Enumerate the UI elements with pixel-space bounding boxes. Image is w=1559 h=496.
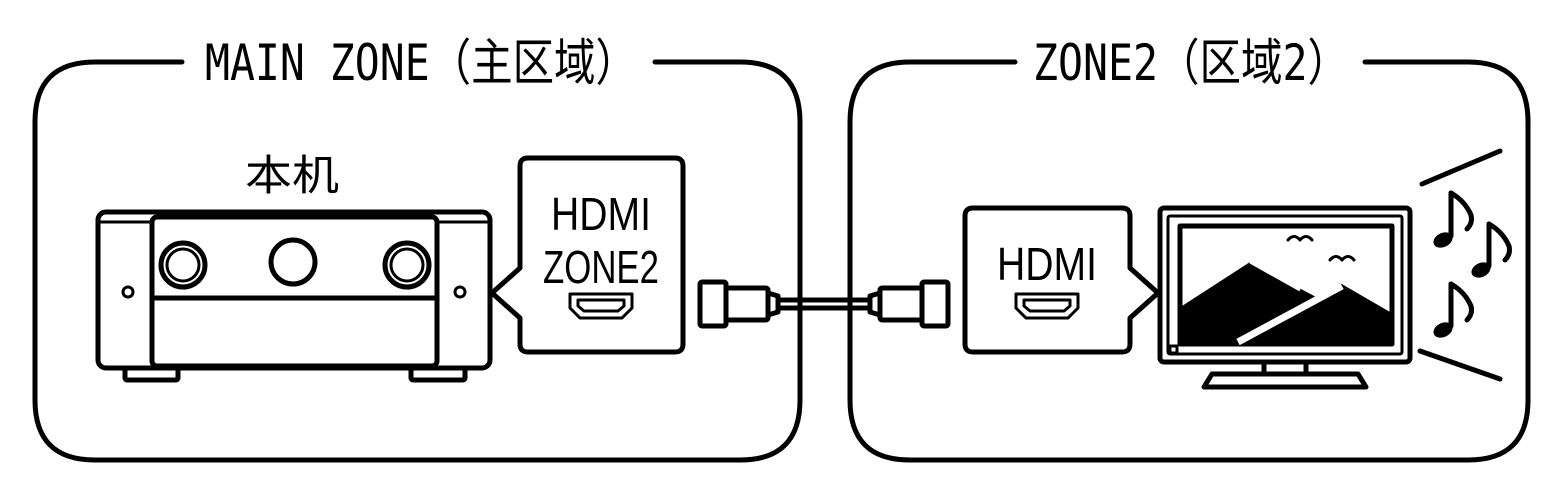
music-note-icon: [1433, 190, 1474, 248]
hdmi-connector-icon: [697, 279, 781, 329]
receiver-indicator: [121, 285, 135, 299]
tv-icon: [1157, 205, 1413, 390]
mountain-icon: [1182, 260, 1390, 346]
main-zone-title: MAIN ZONE（主区域）: [205, 34, 637, 92]
music-note-icon: [1471, 221, 1512, 278]
device-label: 本机: [245, 151, 339, 200]
bird-icon: [1328, 255, 1356, 262]
hdmi-cable-icon: [697, 279, 951, 329]
zone2-title: ZONE2（区域2）: [1033, 34, 1349, 92]
hdmi-zone2-callout: HDMI ZONE2: [489, 155, 686, 355]
zone2-box: ZONE2（区域2）: [847, 34, 1531, 463]
receiver-knob: [268, 237, 318, 287]
sound-wave-line: [1419, 148, 1503, 187]
hdmi-label: HDMI: [997, 238, 1097, 290]
hdmi-connector-icon: [867, 279, 951, 329]
receiver-foot: [122, 365, 181, 383]
receiver-indicator: [453, 285, 467, 299]
hdmi-port-icon: [568, 292, 634, 320]
av-receiver-icon: [95, 209, 493, 383]
hdmi-zone2-label-line1: HDMI: [551, 188, 651, 240]
hdmi-callout: HDMI: [962, 205, 1161, 355]
receiver-knob: [158, 240, 208, 290]
tv-stand-base: [1201, 371, 1369, 390]
sound-wave-line: [1417, 348, 1503, 382]
receiver-foot: [408, 365, 468, 383]
receiver-knob: [382, 240, 432, 290]
music-note-icon: [1433, 281, 1474, 338]
hdmi-port-icon: [1014, 292, 1080, 320]
bird-icon: [1286, 235, 1314, 242]
tv-power-indicator: [1168, 344, 1179, 355]
hdmi-zone2-label-line2: ZONE2: [543, 241, 659, 293]
main-zone-box: MAIN ZONE（主区域）: [32, 34, 803, 463]
